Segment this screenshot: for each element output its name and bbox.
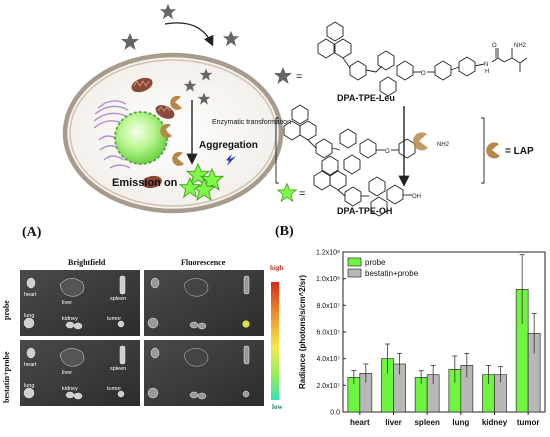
x-tick-label-heart: heart <box>350 418 370 427</box>
legend-lap-label: = LAP <box>505 146 534 157</box>
y-tick-label: 0.0 <box>330 410 340 417</box>
ex-vivo-images: heart liver spleen lung kidney tumor hea… <box>20 270 279 406</box>
row-probe-label: probe <box>2 300 11 320</box>
lap-enzyme-icon <box>170 95 182 110</box>
y-axis-label: Radiance (photons/s/cm^2/sr) <box>298 275 307 389</box>
intermediate-structure: O <box>275 104 485 184</box>
y-tick-label: 4.0x10⁷ <box>316 356 340 363</box>
dpa-tpe-leu-structure: O <box>317 21 528 97</box>
oh-group: OH <box>412 194 421 200</box>
x-tick-label-kidney: kidney <box>482 418 508 427</box>
panel-a-label: (A) <box>22 225 42 240</box>
organ-label-liver-1: liver <box>62 300 72 306</box>
y-tick-label: 1.0x10⁸ <box>316 276 340 283</box>
y-tick-label: 8.0x10⁷ <box>316 303 340 310</box>
mechanism-schematic: Enzymatic transformation Aggregation Emi… <box>62 3 534 217</box>
organ-blobs <box>23 275 250 400</box>
ether-o-1: O <box>421 71 426 77</box>
row-probe-wrap: probe <box>2 294 18 324</box>
row-bestatin-wrap: bestatin+probe <box>2 345 18 405</box>
legend-label-1: bestatin+probe <box>365 269 419 278</box>
lap-enzymes <box>160 95 184 166</box>
legend-label-0: probe <box>365 258 386 267</box>
dpa-tpe-leu-label: DPA-TPE-Leu <box>337 93 395 103</box>
column-brightfield: Brightfield <box>68 258 106 267</box>
leu-h: H <box>485 69 489 75</box>
legend-equals-2: = <box>299 188 305 200</box>
light-flash-icon <box>226 154 236 166</box>
panel-b-label: (B) <box>275 224 294 239</box>
legend-equals-1: = <box>296 71 302 83</box>
legend-swatch-0 <box>347 257 362 267</box>
row-bestatin-label: bestatin+probe <box>2 351 11 403</box>
emission-label: Emission on <box>112 177 178 189</box>
enzymatic-label: Enzymatic transformation <box>212 119 291 126</box>
probe-star-icon <box>159 3 177 20</box>
radiance-bar-chart: 0.0 2.0x10⁷ 4.0x10⁷ 6.0x10⁷ 8.0x10⁷ 1.0x10⁸ 1.… <box>298 250 546 427</box>
x-tick-label-liver: liver <box>385 418 401 427</box>
organ-label-spleen-1: spleen <box>110 296 126 302</box>
lap-enzyme-icon <box>160 123 172 138</box>
y-tick-label: 6.0x10⁷ <box>316 330 340 337</box>
intermediate-nh2: NH2 <box>437 142 450 148</box>
emission-star-cluster <box>178 162 225 201</box>
organ-label-kidney-2: kidney <box>62 386 78 392</box>
probe-star-icon <box>121 33 139 50</box>
entry-arrow <box>164 22 214 47</box>
scale-high-label: high <box>270 264 284 272</box>
probe-star-icon <box>222 30 240 47</box>
lap-attack-icon <box>412 132 428 151</box>
organ-label-heart-1: heart <box>24 292 37 298</box>
probe-stars-outside <box>121 3 240 50</box>
dpa-tpe-oh-label: DPA-TPE-OH <box>337 206 392 216</box>
organ-label-spleen-2: spleen <box>110 366 126 372</box>
organ-label-lung-1: lung <box>24 313 34 319</box>
x-tick-label-lung: lung <box>452 418 469 427</box>
ether-o-2: O <box>385 149 390 155</box>
nucleus <box>114 111 168 165</box>
organ-label-liver-2: liver <box>62 370 72 376</box>
organ-label-tumor-1: tumor <box>107 316 121 322</box>
column-fluorescence: Fluorescence <box>181 258 226 267</box>
leu-nh2: NH2 <box>514 43 527 49</box>
lap-enzyme-icon <box>172 151 184 166</box>
legend-lap-icon <box>486 142 500 159</box>
x-tick-label-spleen: spleen <box>414 418 439 427</box>
leu-amide-o: O <box>492 43 497 49</box>
organ-label-lung-2: lung <box>24 383 34 389</box>
mitochondria <box>131 77 175 189</box>
organ-label-tumor-2: tumor <box>107 386 121 392</box>
legend-swatch-1 <box>347 268 362 278</box>
organ-label-kidney-1: kidney <box>62 316 78 322</box>
scale-low-label: low <box>272 403 283 411</box>
organ-label-heart-2: heart <box>24 362 37 368</box>
leu-nh: N <box>484 62 488 68</box>
probe-stars-inside <box>183 68 213 105</box>
legend-emission-star-icon <box>276 182 298 203</box>
aggregation-label: Aggregation <box>199 140 258 151</box>
legend-probe-star-icon <box>274 67 292 84</box>
y-tick-label: 2.0x10⁷ <box>316 383 340 390</box>
y-tick-label: 1.2x10⁸ <box>316 250 340 257</box>
intensity-scale-bar <box>271 282 279 400</box>
cell-membrane <box>62 52 284 214</box>
x-tick-label-tumor: tumor <box>517 418 540 427</box>
dpa-tpe-oh-structure <box>313 155 412 217</box>
